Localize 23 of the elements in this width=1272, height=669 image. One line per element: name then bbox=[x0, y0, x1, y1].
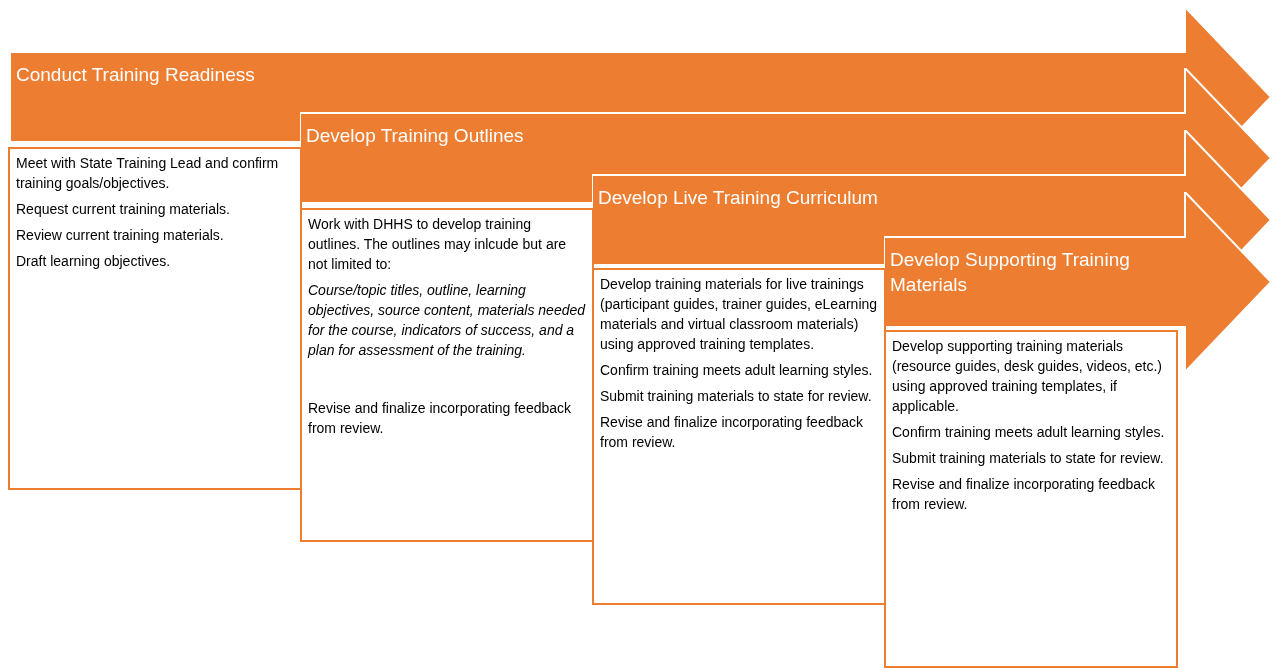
stage-heading: Conduct Training Readiness bbox=[16, 63, 256, 87]
task-text: Request current training materials. bbox=[16, 200, 231, 219]
task-box bbox=[592, 268, 886, 605]
stage-heading: Develop Training Outlines bbox=[306, 124, 525, 148]
task-text: Review current training materials. bbox=[16, 226, 225, 245]
stage-heading: Develop Supporting Training Materials bbox=[890, 248, 1131, 297]
stage-heading: Develop Live Training Curriculum bbox=[598, 186, 879, 210]
task-text: Develop supporting training materials (resource guides, desk guides, videos, etc.) using approved training templates, if applicable. bbox=[892, 337, 1164, 416]
task-text: Develop training materials for live trainings (participant guides, trainer guides, eLearning materials and virtual classroom materials) using approved training templates. bbox=[600, 275, 878, 354]
task-text: Submit training materials to state for review. bbox=[600, 387, 873, 406]
task-text: Work with DHHS to develop training outlines. The outlines may inlcude but are not limited to: bbox=[308, 215, 568, 274]
task-text: Course/topic titles, outline, learning objectives, source content, materials needed for the course, indicators of success, and a plan for assessment of the training. bbox=[308, 281, 586, 360]
task-box bbox=[8, 147, 302, 490]
task-text: Submit training materials to state for review. bbox=[892, 449, 1165, 468]
task-text: Revise and finalize incorporating feedback from review. bbox=[892, 475, 1157, 514]
task-text: Revise and finalize incorporating feedback from review. bbox=[308, 399, 573, 438]
task-box bbox=[884, 330, 1178, 668]
task-text: Draft learning objectives. bbox=[16, 252, 172, 271]
task-box bbox=[300, 208, 594, 542]
task-text: Confirm training meets adult learning styles. bbox=[600, 361, 874, 380]
task-text: Revise and finalize incorporating feedback from review. bbox=[600, 413, 865, 452]
task-text: Meet with State Training Lead and confirm training goals/objectives. bbox=[16, 154, 280, 193]
task-text: Confirm training meets adult learning styles. bbox=[892, 423, 1166, 442]
